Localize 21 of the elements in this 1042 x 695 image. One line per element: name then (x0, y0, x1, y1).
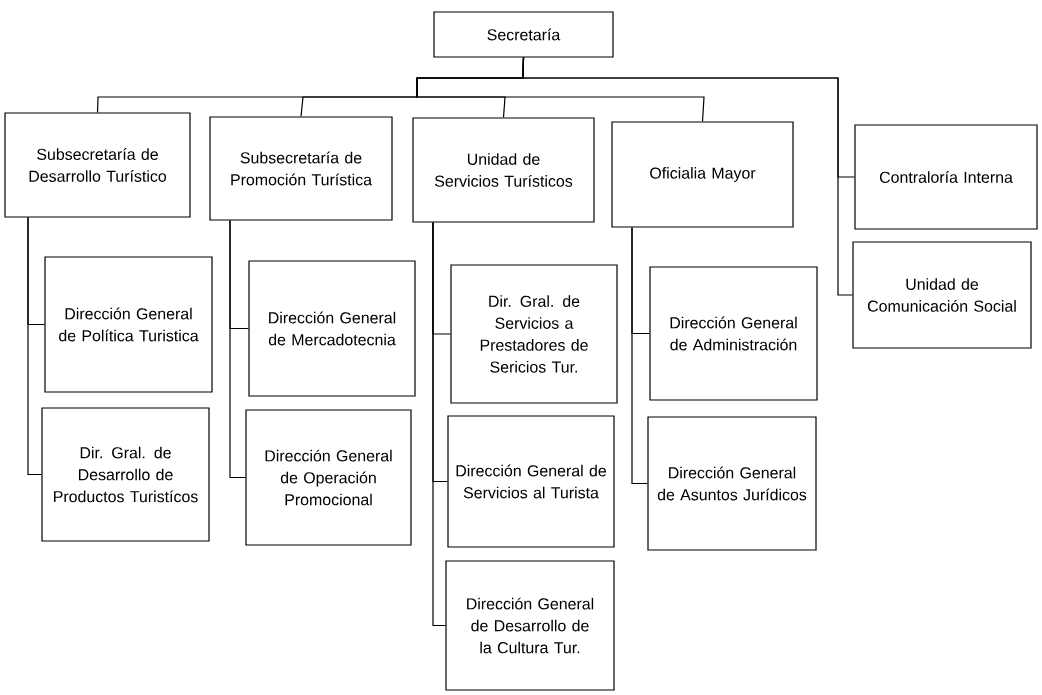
org-box: Dir. Gral. de Desarrollo de Productos Turistícos (41, 407, 210, 542)
org-box: Subsecretaría de Promoción Turística (209, 116, 393, 221)
connector-line (229, 220, 246, 479)
connector-line (522, 57, 853, 296)
org-box: Unidad de Comunicación Social (852, 241, 1032, 349)
org-box: Dirección General de Asuntos Jurídicos (647, 416, 817, 551)
org-box: Oficialia Mayor (611, 121, 794, 228)
org-box: Subsecretaría de Desarrollo Turístico (4, 112, 191, 218)
connector-line (27, 217, 42, 476)
org-box: Dirección General de Operación Promocional (245, 409, 412, 546)
org-box: Dirección General de Política Turistica (44, 256, 213, 393)
org-box: Unidad de Servicios Turísticos (412, 117, 595, 223)
connector-line (631, 227, 648, 485)
org-box: Dirección General de Mercadotecnia (248, 260, 416, 397)
connector-line (432, 222, 446, 627)
org-box: Dirección General de Desarrollo de la Cultura Tur. (445, 560, 615, 691)
org-box: Dirección General de Administración (649, 266, 818, 401)
org-box: Secretaría (433, 11, 614, 58)
org-box: Dir. Gral. de Servicios a Prestadores de Sericios Tur. (450, 264, 618, 404)
org-box: Contraloría Interna (854, 124, 1038, 230)
org-box: Dirección General de Servicios al Turista (447, 415, 615, 548)
